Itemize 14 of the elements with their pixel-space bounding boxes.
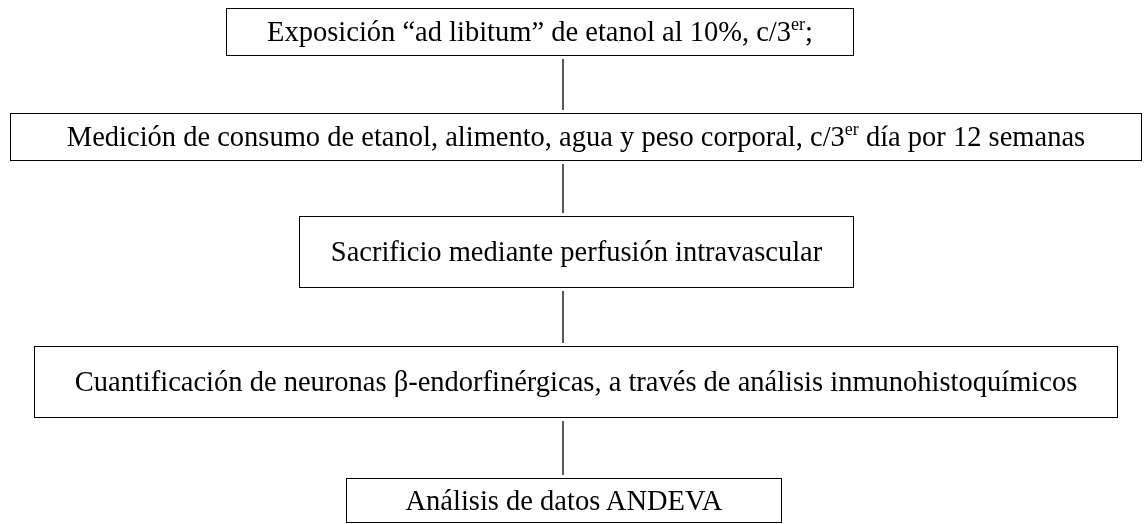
connector-line — [562, 290, 564, 344]
connector-line — [562, 420, 564, 476]
process-box — [346, 478, 782, 523]
step-text: Análisis de datos ANDEVA — [405, 484, 723, 517]
connector-line — [562, 58, 564, 111]
step-text: Cuantificación de neuronas β-endorfinérgicas, a través de análisis inmunohistoquímicos — [74, 366, 1078, 398]
step-text: Exposición “ad libitum” de etanol al 10%, c/3$^{er}$; — [267, 16, 813, 48]
step-text: Sacrificio mediante perfusión intravascular — [330, 236, 823, 268]
process-box — [34, 346, 1118, 418]
process-box — [299, 216, 854, 288]
connector-line — [562, 163, 564, 214]
step-text: Medición de consumo de etanol, alimento, agua y peso corporal, c/3$^{er}$ día por 12 semanas — [66, 121, 1086, 153]
process-box — [226, 8, 854, 56]
process-box — [10, 113, 1142, 161]
